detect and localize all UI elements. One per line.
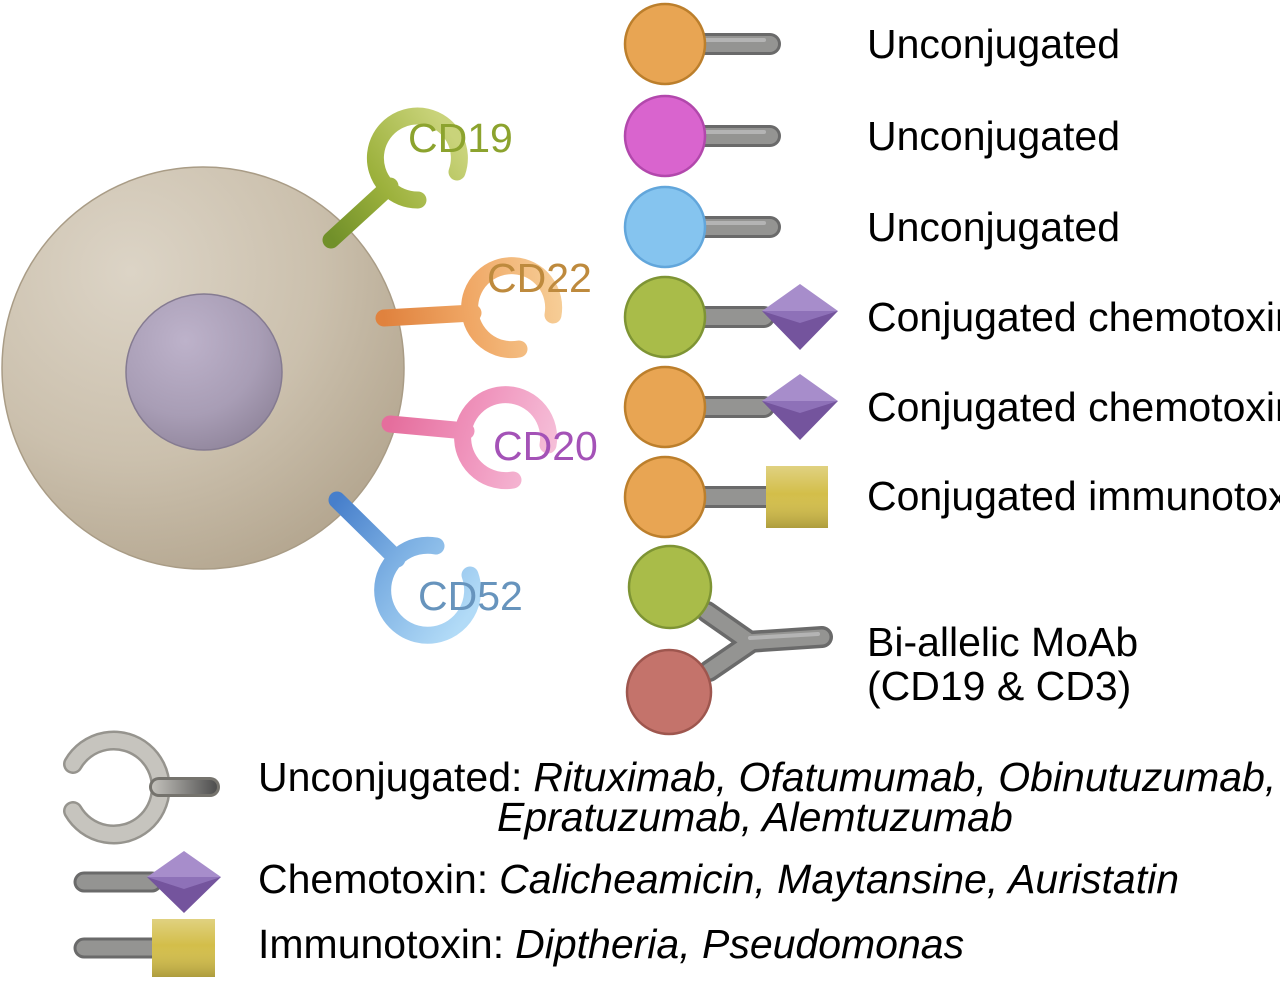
cell-nucleus xyxy=(125,293,283,451)
legend-immunotoxin-text: Immunotoxin:Diptheria, Pseudomonas xyxy=(258,922,964,966)
legend-chemotoxin-text: Chemotoxin:Calicheamicin, Maytansine, Au… xyxy=(258,857,1179,901)
bi-allelic-moab-icon xyxy=(625,544,833,736)
chemotoxin-diamond-icon xyxy=(762,374,838,440)
legend-immunotoxin-drugs: Diptheria, Pseudomonas xyxy=(515,921,965,967)
moab-target-circle xyxy=(623,455,707,539)
cd52-label: CD52 xyxy=(418,573,523,619)
unconjugated-moab-blue-icon xyxy=(623,185,781,269)
antibody-type-label: Unconjugated xyxy=(867,21,1121,67)
legend-unconjugated-antibody-icon xyxy=(63,730,220,845)
chemotoxin-diamond-icon xyxy=(762,284,838,350)
antibody-type-label: Conjugated chemotoxin xyxy=(867,294,1280,340)
legend-chemotoxin-icon xyxy=(73,851,221,913)
moab-target-circle xyxy=(623,94,707,178)
bi-allelic-moab-line2: (CD19 & CD3) xyxy=(867,663,1132,709)
immunotoxin-square-icon xyxy=(152,919,215,977)
chemotoxin-conjugate-olive-icon xyxy=(623,275,838,359)
cd22-receptor-icon xyxy=(375,257,563,359)
legend-unconjugated-drugs: Rituximab, Ofatumumab, Obinutuzumab, xyxy=(533,754,1277,800)
cd19-label: CD19 xyxy=(408,115,513,161)
moab-target-circle xyxy=(625,648,713,736)
moab-target-circle xyxy=(623,2,707,86)
chemotoxin-conjugate-orange-icon xyxy=(623,365,838,449)
bi-allelic-moab-line1: Bi-allelic MoAb xyxy=(867,619,1139,665)
cd20-receptor-icon xyxy=(381,386,558,490)
unconjugated-moab-magenta-icon xyxy=(623,94,781,178)
legend-chemotoxin-drugs: Calicheamicin, Maytansine, Auristatin xyxy=(499,856,1179,902)
legend-chemotoxin-prefix: Chemotoxin: xyxy=(258,856,489,902)
chemotoxin-diamond-icon xyxy=(147,851,221,913)
legend-immunotoxin-icon xyxy=(73,919,215,977)
immunotoxin-conjugate-orange-icon xyxy=(623,455,828,539)
antibody-type-label: Conjugated immunotoxin xyxy=(867,473,1280,519)
immunotoxin-square-icon xyxy=(766,466,828,528)
unconjugated-moab-orange-icon xyxy=(623,2,781,86)
legend-unconjugated-prefix: Unconjugated: xyxy=(258,754,523,800)
moab-target-circle xyxy=(623,185,707,269)
cd22-label: CD22 xyxy=(487,255,592,301)
legend-unconjugated-text: Unconjugated:Rituximab, Ofatumumab, Obin… xyxy=(258,755,1276,799)
moab-target-circle xyxy=(623,365,707,449)
b-cell xyxy=(1,166,405,570)
cd20-label: CD20 xyxy=(493,423,598,469)
antibody-type-label: Unconjugated xyxy=(867,113,1121,159)
legend-unconjugated-drugs-line2: Epratuzumab, Alemtuzumab xyxy=(497,794,1013,840)
legend-immunotoxin-prefix: Immunotoxin: xyxy=(258,921,505,967)
cd19-receptor-icon xyxy=(322,107,468,249)
antibody-type-label: Bi-allelic MoAb (CD19 & CD3) xyxy=(867,620,1138,708)
moab-target-circle xyxy=(627,544,713,630)
antibody-type-label: Conjugated chemotoxin xyxy=(867,384,1280,430)
moab-target-circle xyxy=(623,275,707,359)
antibody-type-label: Unconjugated xyxy=(867,204,1121,250)
cd52-receptor-icon xyxy=(328,491,482,644)
